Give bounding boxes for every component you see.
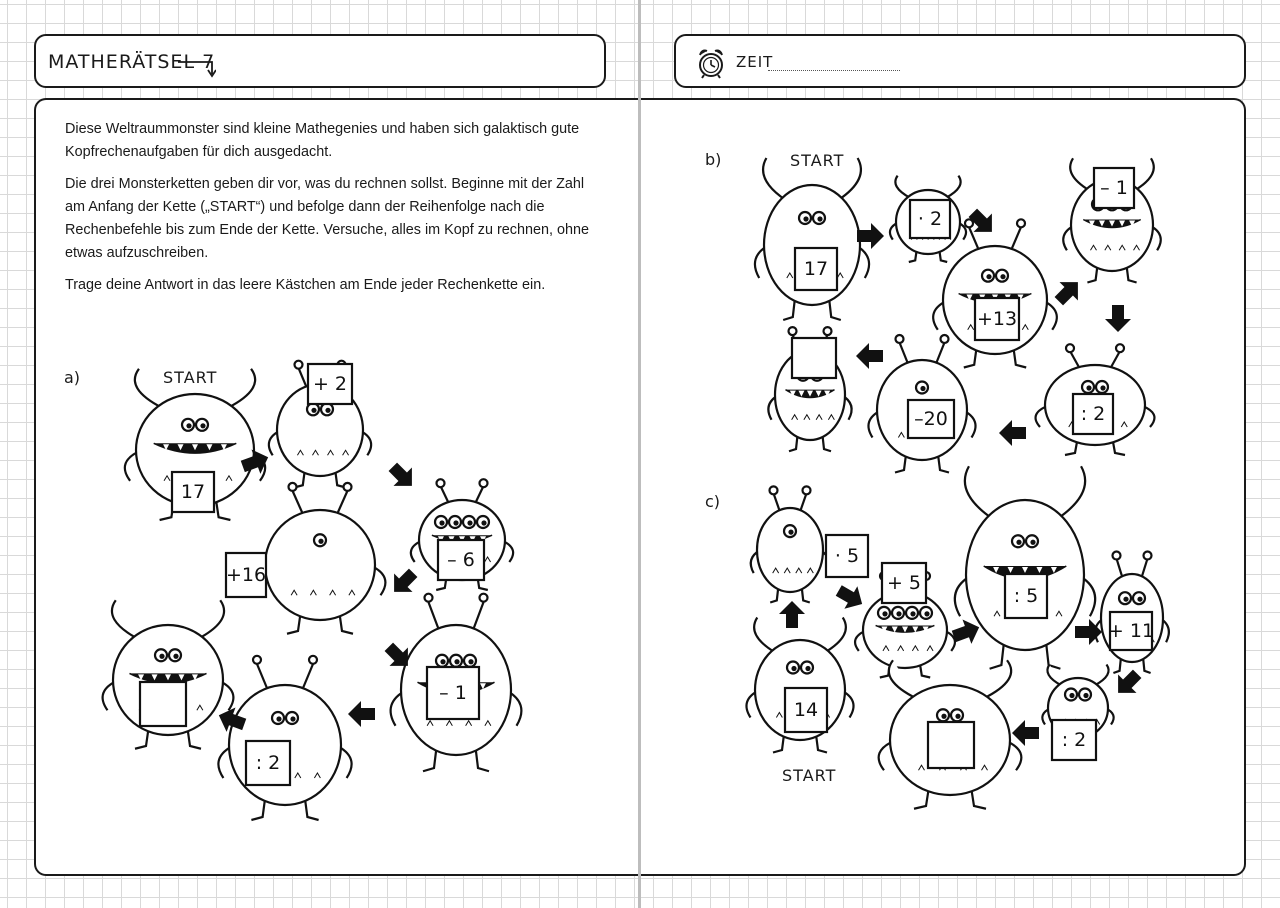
- chain-c-step-6: : 2: [1050, 718, 1098, 762]
- monster-a6: [217, 654, 353, 822]
- time-entry-line[interactable]: [768, 70, 900, 71]
- chain-a-step-3: – 6: [436, 538, 486, 582]
- arrow-icon: [1049, 272, 1088, 311]
- arrow-icon: [832, 579, 869, 616]
- chain-b-start-label: START: [790, 151, 845, 170]
- chain-b-step-5: : 2: [1071, 392, 1115, 436]
- arrow-icon: [384, 563, 423, 602]
- time-label: ZEIT: [736, 53, 774, 71]
- chain-c-step-3-text: + 5: [887, 572, 921, 594]
- chain-c-step-2-text: · 5: [835, 545, 859, 567]
- arrow-icon: [1012, 720, 1039, 746]
- chain-c-step-1-text: 14: [794, 699, 818, 721]
- monster-c1: [749, 485, 831, 604]
- intro-paragraph-2: Die drei Monsterketten geben dir vor, wa…: [65, 176, 589, 261]
- chain-b-label: b): [705, 150, 722, 169]
- chain-a-step-6-text: : 2: [256, 752, 281, 774]
- monster-b1: [753, 157, 871, 322]
- arrow-icon: [1105, 305, 1131, 332]
- chain-a-step-6: : 2: [244, 739, 292, 787]
- chain-a-label: a): [64, 368, 81, 387]
- chain-b-step-4-text: +13: [977, 308, 1017, 330]
- chain-b-step-2: · 2: [908, 198, 952, 240]
- intro-paragraph-1: Diese Weltraummonster sind kleine Matheg…: [65, 121, 580, 160]
- chain-b-step-6: –20: [906, 398, 956, 440]
- chain-c-step-4: : 5: [1003, 572, 1049, 620]
- chain-b-step-2-text: · 2: [918, 208, 942, 230]
- chain-b-step-1-text: 17: [804, 258, 828, 280]
- chain-c-start-label: START: [782, 766, 837, 785]
- chain-a-step-4: +16: [224, 551, 268, 599]
- chain-a-start-label: START: [163, 368, 218, 387]
- chain-a-step-2-text: + 2: [313, 373, 347, 395]
- chain-c-answer-box[interactable]: [926, 720, 976, 770]
- chain-b-step-3-text: – 1: [1100, 177, 1128, 199]
- arrow-icon: [348, 701, 375, 727]
- chain-b-step-4: +13: [973, 296, 1021, 342]
- arrow-icon: [856, 343, 883, 369]
- arrow-icon: [1108, 664, 1147, 703]
- chain-c-step-5-text: + 11: [1108, 620, 1154, 642]
- arrow-icon: [383, 457, 422, 496]
- alarm-clock-icon: [699, 49, 723, 79]
- time-box: ZEIT: [674, 34, 1246, 88]
- chain-a-step-1-text: 17: [181, 481, 205, 503]
- monster-c4: [953, 465, 1097, 670]
- chain-a-step-4-text: +16: [226, 564, 266, 586]
- monster-a4: [253, 481, 387, 635]
- chain-a-step-5-text: – 1: [439, 682, 467, 704]
- chain-c-label: c): [705, 492, 721, 511]
- chain-c-step-4-text: : 5: [1014, 585, 1039, 607]
- chain-a-step-2: + 2: [306, 362, 354, 406]
- chain-a-step-1: 17: [170, 470, 216, 514]
- chain-a-step-3-text: – 6: [447, 549, 475, 571]
- arrow-icon: [999, 420, 1026, 446]
- intro-paragraph-3: Trage deine Antwort in das leere Kästche…: [65, 277, 546, 293]
- chain-b-step-5-text: : 2: [1081, 403, 1106, 425]
- chain-b-step-6-text: –20: [914, 408, 948, 430]
- book-spine: [638, 0, 641, 908]
- arrow-icon: [779, 601, 805, 628]
- chain-b-step-3: – 1: [1092, 166, 1136, 210]
- chain-c-step-2: · 5: [824, 533, 870, 579]
- page-title: MATHERÄTSEL 7: [48, 51, 216, 73]
- chain-c-step-3: + 5: [880, 561, 928, 605]
- chain-a-answer-box[interactable]: [138, 680, 188, 728]
- chain-c-step-6-text: : 2: [1062, 729, 1087, 751]
- bent-arrow-icon: [178, 61, 216, 78]
- instructions: Diese Weltraummonster sind kleine Matheg…: [65, 118, 595, 306]
- title-box: MATHERÄTSEL 7: [34, 34, 606, 88]
- chain-c-step-1: 14: [783, 686, 829, 734]
- chain-a-step-5: – 1: [425, 665, 481, 721]
- chain-c-step-5: + 11: [1108, 610, 1154, 652]
- chain-b-step-1: 17: [793, 246, 839, 292]
- chain-b-answer-box[interactable]: [790, 336, 838, 380]
